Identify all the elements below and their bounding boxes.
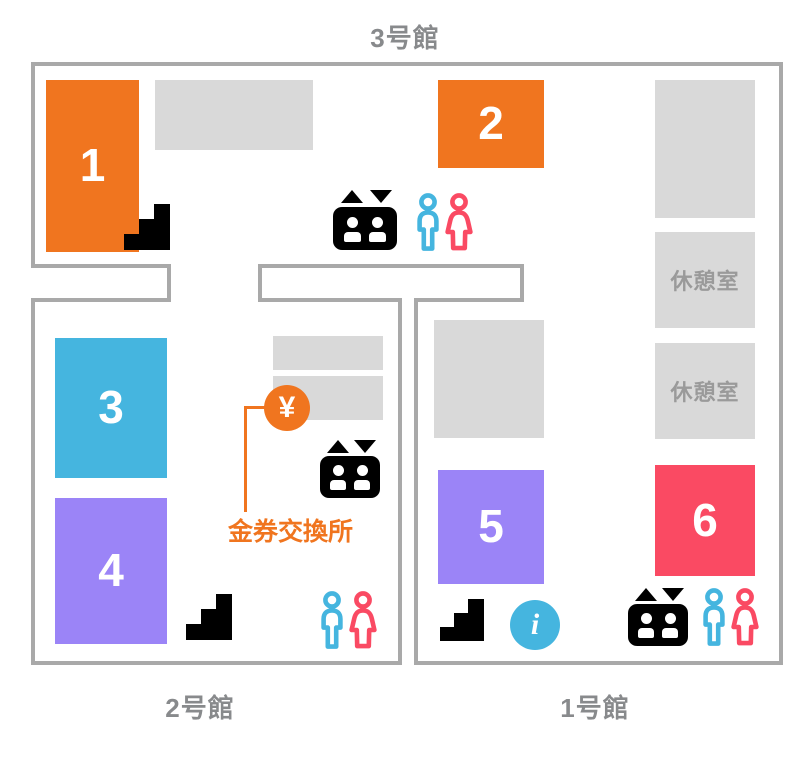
restroom-male-icon — [321, 591, 343, 649]
shop-block-5-number: 5 — [478, 500, 504, 552]
shop-block-5[interactable]: 5 — [438, 470, 544, 584]
building-label-3: 3号館 — [370, 23, 440, 53]
wall-bldg3-left — [31, 62, 35, 268]
room-rest-2-label: 休憩室 — [670, 380, 740, 405]
room-blank-right-top — [655, 80, 755, 218]
wall-outer-bottom-right — [414, 661, 783, 665]
room-blank-mid-a — [273, 336, 383, 370]
shop-block-6-number: 6 — [692, 493, 718, 546]
elevator-icon — [628, 588, 688, 646]
shop-block-2-number: 2 — [478, 97, 504, 149]
wall-top-horizontal — [31, 62, 783, 66]
restroom-icons-bldg3 — [414, 193, 478, 251]
building-label-1: 1号館 — [560, 693, 630, 723]
restroom-icons-bldg2 — [318, 591, 382, 649]
restroom-male-icon — [703, 588, 725, 646]
stairs-icon — [186, 594, 232, 640]
shop-block-4[interactable]: 4 — [55, 498, 167, 644]
wall-bldg2-right — [398, 298, 402, 665]
shop-block-1[interactable]: 1 — [46, 80, 139, 252]
shop-block-1-number: 1 — [79, 139, 106, 191]
shop-block-3[interactable]: 3 — [55, 338, 167, 478]
room-blank-b1 — [434, 320, 544, 438]
wall-bldg1-top — [414, 298, 524, 302]
stairs-icon — [124, 204, 170, 250]
wall-bldg1-left — [414, 298, 418, 665]
restroom-female-icon — [349, 591, 377, 649]
elevator-icon — [320, 440, 380, 498]
wall-bldg3-mid-right-stub — [520, 264, 524, 302]
wall-outer-right — [779, 62, 783, 665]
wall-bldg3-bottom-mid — [258, 264, 524, 268]
wall-bldg2-left — [31, 298, 35, 665]
yen-glyph: ¥ — [278, 391, 296, 424]
wall-bldg2-top — [31, 298, 171, 302]
stairs-icon — [440, 599, 484, 641]
currency-exchange-marker[interactable]: ¥ — [264, 385, 310, 431]
shop-block-3-number: 3 — [98, 381, 124, 433]
information-icon[interactable]: i — [510, 600, 560, 650]
shop-block-6[interactable]: 6 — [655, 465, 755, 576]
wall-bldg3-mid-left-stub — [258, 264, 262, 302]
currency-exchange-label: 金券交換所 — [228, 518, 354, 546]
wall-bldg2-bottom — [31, 661, 402, 665]
restroom-icons-bldg1 — [700, 588, 764, 646]
restroom-female-icon — [445, 193, 473, 251]
callout-connector-vertical — [244, 406, 247, 512]
room-rest-1: 休憩室 — [655, 232, 755, 328]
wall-bldg2-top-right-seg — [258, 298, 402, 302]
restroom-female-icon — [731, 588, 759, 646]
room-blank-top — [155, 80, 313, 150]
shop-block-4-number: 4 — [98, 544, 124, 596]
wall-bldg3-inner-right-stub — [167, 264, 171, 302]
room-rest-1-label: 休憩室 — [670, 269, 740, 294]
information-icon-glyph: i — [530, 608, 540, 641]
shop-block-2[interactable]: 2 — [438, 80, 544, 168]
restroom-male-icon — [417, 193, 439, 251]
elevator-icon — [333, 190, 397, 250]
wall-bldg3-bottom-left — [31, 264, 171, 268]
room-rest-2: 休憩室 — [655, 343, 755, 439]
building-label-2: 2号館 — [165, 693, 235, 723]
